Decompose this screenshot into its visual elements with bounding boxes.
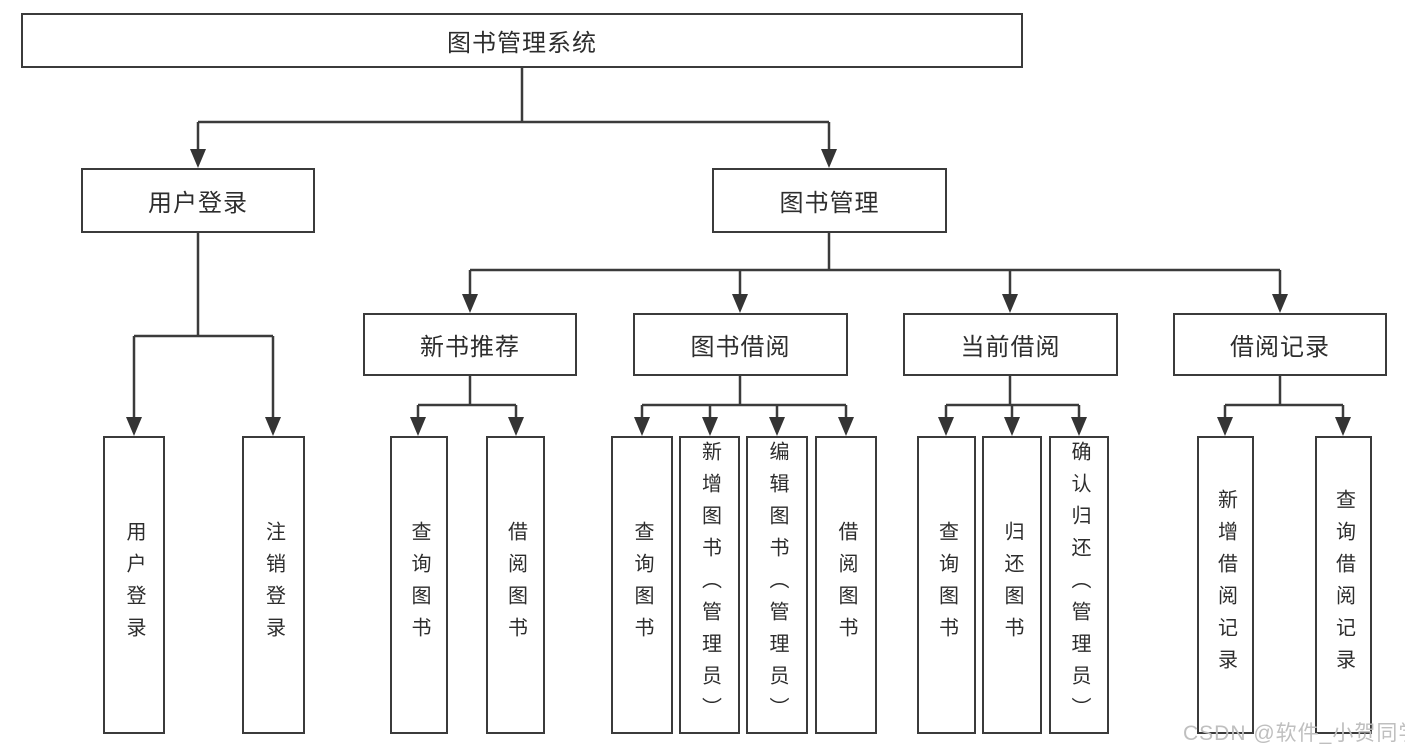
leaf-logout-label: 注销登录 (262, 521, 285, 649)
arrowhead-icon (1002, 294, 1018, 313)
leaf-query-books-recommend-label: 查询图书 (408, 521, 430, 649)
leaf-return-book-label: 归还图书 (1001, 521, 1023, 649)
connector-root-to-level2 (196, 66, 831, 152)
leaf-confirm-return-admin: 确认归还（管理员） (1049, 436, 1109, 734)
leaf-add-borrow-record: 新增借阅记录 (1197, 436, 1254, 734)
leaf-edit-book-admin: 编辑图书（管理员） (746, 436, 808, 734)
arrowheads (126, 149, 1351, 436)
node-borrow-records: 借阅记录 (1173, 313, 1387, 376)
leaf-borrow-books-recommend-label: 借阅图书 (504, 521, 527, 649)
arrowhead-icon (821, 149, 837, 168)
node-current-borrow: 当前借阅 (903, 313, 1118, 376)
arrowhead-icon (190, 149, 206, 168)
connector-new-book-group (416, 374, 518, 420)
leaf-user-login-label: 用户登录 (123, 521, 145, 649)
leaf-query-borrow-record-label: 查询借阅记录 (1332, 489, 1355, 681)
leaf-borrow-books-recommend: 借阅图书 (486, 436, 545, 734)
leaf-edit-book-admin-label: 编辑图书（管理员） (766, 441, 788, 729)
connector-book-borrow-group (640, 374, 848, 420)
connector-user-login-group (132, 231, 275, 420)
arrowhead-icon (1217, 417, 1233, 436)
leaf-query-books-borrow-label: 查询图书 (631, 521, 653, 649)
arrowhead-icon (838, 417, 854, 436)
leaf-query-books-borrow: 查询图书 (611, 436, 673, 734)
arrowhead-icon (938, 417, 954, 436)
node-root: 图书管理系统 (21, 13, 1023, 68)
arrowhead-icon (1004, 417, 1020, 436)
leaf-borrow-books: 借阅图书 (815, 436, 877, 734)
connector-book-management-group (468, 231, 1282, 297)
arrowhead-icon (634, 417, 650, 436)
leaf-query-books-recommend: 查询图书 (390, 436, 448, 734)
leaf-query-books-current-label: 查询图书 (935, 521, 958, 649)
leaf-add-book-admin-label: 新增图书（管理员） (698, 441, 721, 729)
arrowhead-icon (1071, 417, 1087, 436)
node-borrow-records-label: 借阅记录 (1230, 334, 1330, 361)
node-current-borrow-label: 当前借阅 (960, 334, 1061, 361)
arrowhead-icon (508, 417, 524, 436)
node-user-login-label: 用户登录 (148, 190, 248, 217)
arrowhead-icon (462, 294, 478, 313)
node-root-label: 图书管理系统 (447, 30, 597, 57)
arrowhead-icon (410, 417, 426, 436)
node-new-book-recommend-label: 新书推荐 (420, 334, 520, 361)
node-new-book-recommend: 新书推荐 (363, 313, 577, 376)
node-book-borrow-label: 图书借阅 (690, 334, 791, 361)
arrowhead-icon (702, 417, 718, 436)
arrowhead-icon (1272, 294, 1288, 313)
node-user-login: 用户登录 (81, 168, 315, 233)
leaf-return-book: 归还图书 (982, 436, 1042, 734)
leaf-logout: 注销登录 (242, 436, 305, 734)
watermark: CSDN @软件_小贺同学 (1183, 722, 1405, 745)
leaf-add-borrow-record-label: 新增借阅记录 (1214, 489, 1237, 681)
leaf-confirm-return-admin-label: 确认归还（管理员） (1068, 441, 1090, 729)
leaf-query-books-current: 查询图书 (917, 436, 976, 734)
connector-current-borrow-group (944, 374, 1081, 420)
leaf-add-book-admin: 新增图书（管理员） (679, 436, 740, 734)
leaf-borrow-books-label: 借阅图书 (835, 521, 857, 649)
arrowhead-icon (265, 417, 281, 436)
arrowhead-icon (732, 294, 748, 313)
arrowhead-icon (769, 417, 785, 436)
node-book-management: 图书管理 (712, 168, 947, 233)
connector-borrow-records-group (1223, 374, 1345, 420)
leaf-query-borrow-record: 查询借阅记录 (1315, 436, 1372, 734)
node-book-borrow: 图书借阅 (633, 313, 848, 376)
leaf-user-login: 用户登录 (103, 436, 165, 734)
node-book-management-label: 图书管理 (779, 190, 880, 217)
arrowhead-icon (126, 417, 142, 436)
arrowhead-icon (1335, 417, 1351, 436)
